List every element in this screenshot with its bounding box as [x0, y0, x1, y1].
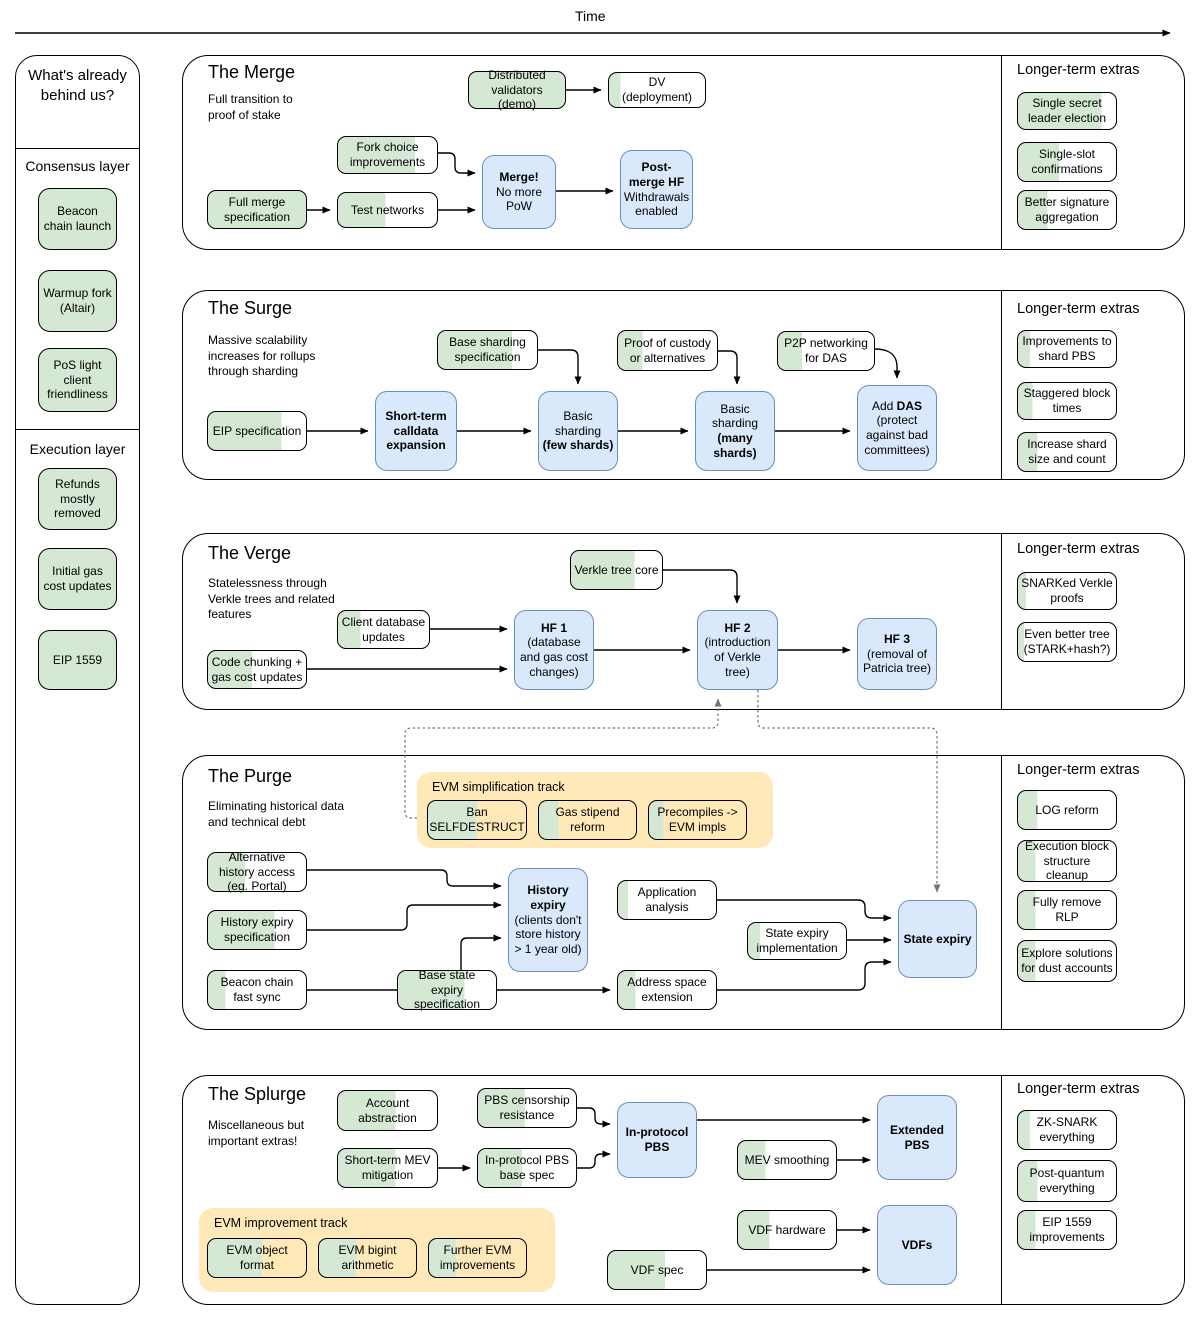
- node-gas-stipend-reform: Gas stipend reform: [538, 800, 637, 840]
- extra-even-better-tree: Even better tree (STARK+hash?): [1017, 622, 1117, 662]
- node-vdf-hardware: VDF hardware: [737, 1210, 837, 1250]
- sidebar-divider-2: [16, 429, 139, 430]
- splurge-title: The Splurge: [208, 1084, 307, 1104]
- node-address-space-extension: Address space extension: [617, 970, 717, 1010]
- node-application-analysis: Application analysis: [617, 880, 717, 920]
- node-base-sharding-spec: Base sharding specification: [437, 330, 538, 370]
- extra-staggered-block-times: Staggered block times: [1017, 382, 1117, 420]
- node-merge-milestone: Merge!No more PoW: [482, 155, 556, 229]
- node-code-chunking: Code chunking + gas cost updates: [207, 650, 307, 689]
- node-basic-sharding-many: Basic sharding(many shards): [695, 391, 775, 471]
- node-full-merge-specification: Full merge specification: [207, 190, 307, 229]
- node-fork-choice-improvements: Fork choice improvements: [337, 136, 438, 174]
- node-state-expiry-implementation: State expiry implementation: [747, 922, 847, 960]
- extra-zk-snark-everything: ZK-SNARK everything: [1017, 1110, 1117, 1150]
- purge-title: The Purge: [208, 766, 293, 786]
- node-state-expiry: State expiry: [898, 900, 977, 978]
- extra-post-quantum-everything: Post-quantum everything: [1017, 1160, 1117, 1202]
- node-beacon-chain-fast-sync: Beacon chain fast sync: [207, 970, 307, 1010]
- node-verkle-tree-core: Verkle tree core: [570, 550, 663, 590]
- purge-extras-title: Longer-term extras: [1017, 762, 1140, 778]
- surge-subtitle: Massive scalability increases for rollup…: [208, 333, 316, 379]
- node-short-term-mev-mitigation: Short-term MEV mitigation: [337, 1148, 438, 1188]
- node-vdfs: VDFs: [877, 1205, 957, 1285]
- node-vdf-spec: VDF spec: [607, 1250, 707, 1290]
- section-merge-frame: [182, 55, 1185, 250]
- node-short-term-calldata-expansion: Short-term calldata expansion: [375, 391, 457, 471]
- extra-dust-accounts: Explore solutions for dust accounts: [1017, 940, 1117, 982]
- sidebar-title: What's already behind us?: [28, 67, 127, 105]
- extra-improvements-shard-pbs: Improvements to shard PBS: [1017, 330, 1117, 368]
- verge-subtitle: Statelessness through Verkle trees and r…: [208, 576, 335, 622]
- evm-simplification-track-label: EVM simplification track: [432, 780, 565, 794]
- node-extended-pbs: Extended PBS: [877, 1095, 957, 1180]
- section-surge-frame: [182, 290, 1185, 480]
- extra-single-secret-leader-election: Single secret leader election: [1017, 92, 1117, 130]
- execution-layer-label: Execution layer: [29, 441, 126, 457]
- purge-extras-divider: [1001, 756, 1002, 1029]
- node-further-evm-improvements: Further EVM improvements: [428, 1238, 527, 1278]
- evm-improvement-track-label: EVM improvement track: [214, 1216, 348, 1230]
- node-basic-sharding-few: Basic sharding(few shards): [538, 391, 618, 471]
- node-test-networks: Test networks: [337, 192, 438, 228]
- node-mev-smoothing: MEV smoothing: [737, 1140, 837, 1180]
- node-hf1: HF 1(database and gas cost changes): [514, 610, 594, 690]
- splurge-extras-divider: [1001, 1076, 1002, 1304]
- verge-extras-title: Longer-term extras: [1017, 541, 1140, 557]
- surge-extras-title: Longer-term extras: [1017, 301, 1140, 317]
- node-history-expiry-specification: History expiry specification: [207, 910, 307, 950]
- purge-subtitle: Eliminating historical data and technica…: [208, 799, 345, 829]
- extra-increase-shard-size: Increase shard size and count: [1017, 432, 1117, 472]
- surge-title: The Surge: [208, 298, 293, 318]
- consensus-layer-label: Consensus layer: [25, 158, 130, 174]
- node-hf3: HF 3(removal of Patricia tree): [857, 618, 937, 690]
- node-account-abstraction: Account abstraction: [337, 1090, 438, 1131]
- sidebar-divider-1: [16, 148, 139, 149]
- section-splurge-frame: [182, 1075, 1185, 1305]
- extra-log-reform: LOG reform: [1017, 790, 1117, 830]
- node-distributed-validators: Distributed validators (demo): [468, 68, 566, 111]
- node-base-state-expiry-spec: Base state expiry specification: [397, 968, 497, 1011]
- node-evm-bigint-arithmetic: EVM bigint arithmetic: [318, 1238, 417, 1278]
- node-dv-deployment: DV (deployment): [608, 72, 706, 108]
- extra-single-slot-confirmations: Single-slot confirmations: [1017, 142, 1117, 182]
- extra-better-signature-aggregation: Better signature aggregation: [1017, 190, 1117, 230]
- extra-fully-remove-rlp: Fully remove RLP: [1017, 890, 1117, 930]
- node-proof-of-custody: Proof of custody or alternatives: [617, 330, 718, 371]
- node-precompiles-evm-impls: Precompiles -> EVM impls: [648, 800, 747, 840]
- node-pbs-censorship-resistance: PBS censorship resistance: [477, 1088, 577, 1128]
- merge-title: The Merge: [208, 62, 296, 82]
- splurge-subtitle: Miscellaneous but important extras!: [208, 1118, 305, 1148]
- merge-extras-title: Longer-term extras: [1017, 62, 1140, 78]
- node-initial-gas-cost: Initial gas cost updates: [38, 548, 117, 610]
- extra-snarked-verkle-proofs: SNARKed Verkle proofs: [1017, 572, 1117, 610]
- node-client-database-updates: Client database updates: [337, 610, 430, 649]
- node-alternative-history-access: Alternative history access (eg. Portal): [207, 850, 307, 893]
- surge-extras-divider: [1001, 291, 1002, 479]
- extra-eip-1559-improvements: EIP 1559 improvements: [1017, 1210, 1117, 1250]
- node-in-protocol-pbs-base-spec: In-protocol PBS base spec: [477, 1148, 577, 1188]
- merge-extras-divider: [1001, 56, 1002, 249]
- node-p2p-networking-das: P2P networking for DAS: [777, 331, 875, 371]
- verge-extras-divider: [1001, 534, 1002, 709]
- node-eip-specification: EIP specification: [207, 411, 307, 451]
- merge-subtitle: Full transition to proof of stake: [208, 92, 293, 122]
- node-evm-object-format: EVM object format: [207, 1238, 307, 1278]
- node-history-expiry: History expiry(clients don't store histo…: [508, 868, 588, 972]
- node-warmup-fork-altair: Warmup fork (Altair): [38, 270, 117, 332]
- time-label: Time: [575, 8, 606, 24]
- node-eip-1559: EIP 1559: [38, 630, 117, 690]
- sidebar-frame: [15, 55, 140, 1305]
- splurge-extras-title: Longer-term extras: [1017, 1081, 1140, 1097]
- node-refunds-removed: Refunds mostly removed: [38, 468, 117, 530]
- verge-title: The Verge: [208, 543, 292, 563]
- node-add-das: Add DAS(protect against bad committees): [857, 385, 937, 471]
- node-hf2: HF 2(introduction of Verkle tree): [697, 610, 778, 690]
- node-ban-selfdestruct: Ban SELFDESTRUCT: [427, 800, 527, 840]
- node-beacon-chain-launch: Beacon chain launch: [38, 188, 117, 250]
- node-pos-light-client: PoS light client friendliness: [38, 348, 117, 412]
- extra-execution-block-cleanup: Execution block structure cleanup: [1017, 839, 1117, 882]
- node-in-protocol-pbs: In-protocol PBS: [617, 1102, 697, 1178]
